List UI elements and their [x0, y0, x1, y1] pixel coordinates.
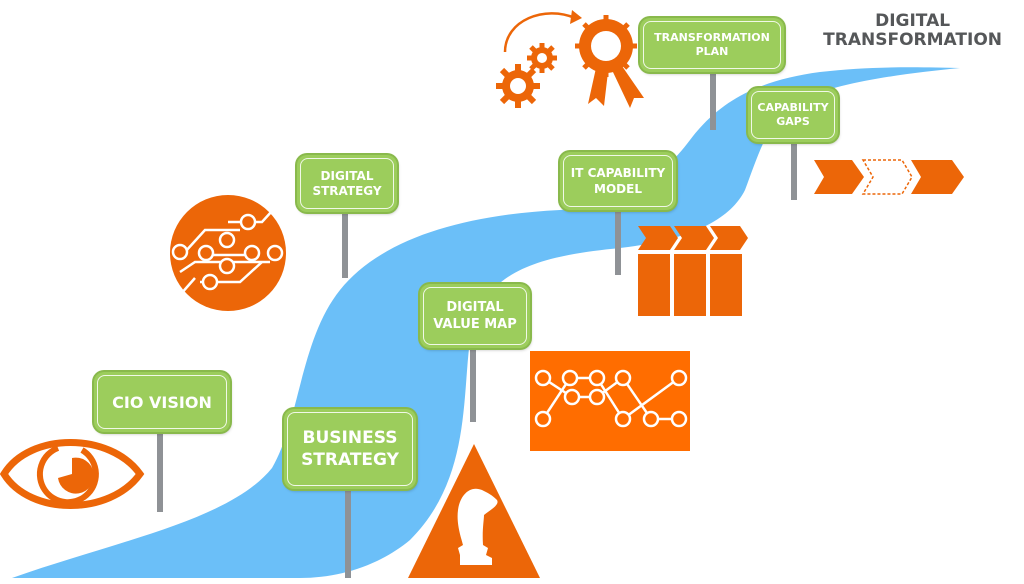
sign-business-strategy: BUSINESS STRATEGY: [284, 409, 416, 489]
sign-cio-vision: CIO VISION: [94, 372, 230, 432]
sign-label: BUSINESS STRATEGY: [301, 428, 399, 470]
title-line-2: TRANSFORMATION: [823, 30, 1002, 50]
capability-columns-icon: [638, 226, 748, 316]
gears-award-icon: [496, 10, 644, 108]
sign-label: IT CAPABILITY MODEL: [570, 166, 666, 196]
eye-icon: [0, 439, 145, 509]
sign-label: CIO VISION: [112, 392, 212, 412]
sign-transformation-plan: TRANSFORMATION PLAN: [640, 18, 784, 72]
sign-digital-value-map: DIGITAL VALUE MAP: [420, 284, 530, 348]
pole-business-strategy: [345, 488, 351, 578]
gap-chevrons-icon: [814, 159, 964, 195]
river-path: [12, 67, 960, 578]
network-map-icon: [530, 351, 690, 451]
diagram-title: DIGITAL TRANSFORMATION: [823, 12, 1002, 50]
sign-label: DIGITAL STRATEGY: [312, 168, 382, 198]
pole-digital-value-map: [470, 348, 476, 422]
sign-label: CAPABILITY GAPS: [757, 101, 829, 128]
sign-label: DIGITAL VALUE MAP: [433, 300, 517, 332]
chess-knight-icon: [408, 444, 540, 578]
sign-it-capability-model: IT CAPABILITY MODEL: [560, 152, 676, 210]
circuit-icon: [170, 195, 286, 311]
pole-capability-gaps: [791, 142, 797, 200]
sign-label: TRANSFORMATION PLAN: [654, 31, 770, 58]
pole-it-capability-model: [615, 210, 621, 275]
sign-capability-gaps: CAPABILITY GAPS: [748, 88, 838, 142]
pole-cio-vision: [157, 432, 163, 512]
pole-transformation-plan: [710, 72, 716, 130]
title-line-1: DIGITAL: [875, 11, 951, 31]
pole-digital-strategy: [342, 212, 348, 278]
sign-digital-strategy: DIGITAL STRATEGY: [297, 155, 397, 212]
